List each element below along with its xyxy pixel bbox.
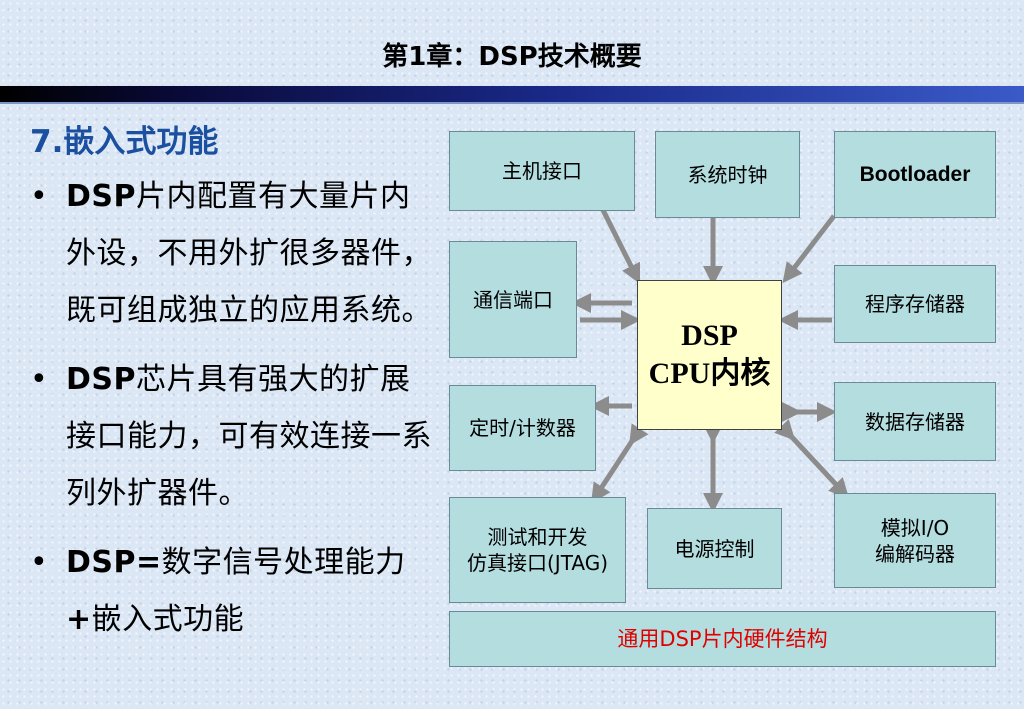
left-text-column: 7.嵌入式功能 • DSP片内配置有大量片内外设，不用外扩很多器件，既可组成独立…: [30, 122, 440, 660]
dsp-cpu-core-box: DSP CPU内核: [637, 280, 782, 430]
comm-port-box: 通信端口: [449, 241, 577, 358]
io-label-line1: 模拟I/O: [880, 515, 950, 540]
slide-title: 第1章：DSP技术概要: [382, 42, 642, 72]
bullet-text: 芯片具有强大的扩展接口能力，可有效连接一系列外扩器件。: [66, 362, 432, 511]
power-control-box: 电源控制: [647, 508, 782, 589]
bullet-item: • DSP芯片具有强大的扩展接口能力，可有效连接一系列外扩器件。: [30, 351, 440, 522]
arrow-boot-to-core: [782, 214, 836, 284]
timer-counter-box: 定时/计数器: [449, 385, 596, 471]
section-heading: 7.嵌入式功能: [30, 124, 219, 160]
core-label-line1: DSP: [681, 319, 738, 352]
arrow-core-io: [774, 419, 850, 499]
program-memory-box: 程序存储器: [834, 265, 996, 343]
bullet-text: 片内配置有大量片内外设，不用外扩很多器件，既可组成独立的应用系统。: [66, 179, 432, 328]
analog-io-codec-box: 模拟I/O 编解码器: [834, 493, 996, 588]
bullet-item: • DSP片内配置有大量片内外设，不用外扩很多器件，既可组成独立的应用系统。: [30, 168, 440, 339]
jtag-label-line2: 仿真接口(JTAG): [467, 551, 608, 575]
data-memory-box: 数据存储器: [834, 382, 996, 461]
diagram-caption: 通用DSP片内硬件结构: [449, 611, 996, 667]
system-clock-box: 系统时钟: [655, 131, 800, 218]
bullet-bold: DSP: [66, 179, 136, 214]
arrow-core-jtag: [591, 423, 649, 504]
bullet-dot: •: [30, 545, 48, 580]
bullet-bold-plus: +: [66, 602, 92, 637]
host-interface-box: 主机接口: [449, 131, 635, 211]
bullet-text-2: 嵌入式功能: [91, 602, 245, 637]
bullet-text: 数字信号处理能力: [161, 545, 406, 580]
bullet-bold: DSP=: [66, 545, 162, 580]
jtag-label-line1: 测试和开发: [487, 525, 588, 549]
bullet-dot: •: [30, 362, 48, 397]
jtag-box: 测试和开发 仿真接口(JTAG): [449, 497, 626, 603]
title-divider-line: [0, 102, 1024, 104]
bullet-item: • DSP=数字信号处理能力 +嵌入式功能: [30, 534, 440, 648]
core-label-line2: CPU内核: [648, 357, 771, 390]
bullet-dot: •: [30, 179, 48, 214]
io-label-line2: 编解码器: [875, 541, 955, 566]
bullet-bold: DSP: [66, 362, 136, 397]
title-divider-bar: [0, 86, 1024, 102]
bootloader-box: Bootloader: [834, 131, 996, 218]
